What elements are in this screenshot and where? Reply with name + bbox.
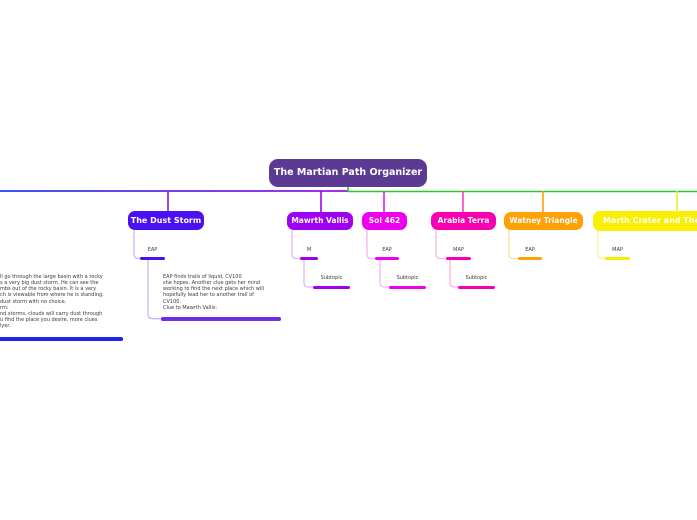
note-line: dust storm with no choice. [0, 298, 67, 305]
note-line: hopefully lead her to another trail of [163, 292, 254, 299]
subtopic-eap-sol-bar[interactable] [375, 257, 399, 260]
note-line: s a very big dust storm. He can see the [0, 280, 99, 287]
note-clue-bar[interactable] [161, 317, 281, 321]
note-clipped-left[interactable]: ll go through the large basin with a roc… [0, 274, 104, 329]
subtopic-m-bar[interactable] [300, 257, 318, 260]
elbow-m-subtopic [303, 260, 313, 288]
note-clue-to-mawrth[interactable]: EAP finds trails of liquid, CV100 she ho… [163, 274, 264, 311]
note-line: ll go through the large basin with a roc… [0, 274, 103, 280]
elbow-map-subtopic [449, 260, 458, 288]
note-line: lyer. [0, 323, 11, 330]
root-topic[interactable]: The Martian Path Organizer [269, 159, 427, 187]
topic-arabia-terra[interactable]: Arabia Terra [431, 212, 496, 230]
subtopic-map-marth-label[interactable]: MAP [612, 247, 623, 253]
subtopic-eap-watney-bar[interactable] [518, 257, 542, 260]
elbow-mawrth-m [291, 230, 300, 260]
subtopic-generic-1-bar[interactable] [313, 285, 350, 289]
note-line: she hopes. Another clue gets her mind [163, 280, 261, 287]
subtopic-map-marth-bar[interactable] [605, 257, 630, 260]
subtopic-generic-2-bar[interactable] [389, 285, 426, 289]
elbow-watney-eap [508, 230, 518, 260]
note-clipped-bar[interactable] [0, 337, 123, 341]
subtopic-eap-dust-bar[interactable] [140, 257, 165, 260]
subtopic-generic-3-bar[interactable] [458, 285, 495, 289]
elbow-eap-note [147, 260, 161, 320]
note-line: working to find the next place which wil… [163, 286, 265, 293]
subtopic-generic-1-label[interactable]: Subtopic [320, 275, 343, 281]
topic-watney-triangle[interactable]: Watney Triangle [504, 212, 583, 230]
elbow-arabia-map [435, 230, 446, 260]
subtopic-generic-2-label[interactable]: Subtopic [396, 275, 419, 281]
subtopic-map-arabia-label[interactable]: MAP [453, 247, 464, 253]
subtopic-map-arabia-bar[interactable] [446, 257, 471, 260]
note-line: u find the place you desire, more clues [0, 317, 98, 324]
elbow-marth-map [597, 231, 605, 260]
elbow-sol-eap [366, 230, 375, 260]
note-line: mbs out of the rocky basin. It is a very [0, 286, 97, 293]
subtopic-generic-3-label[interactable]: Subtopic [465, 275, 488, 281]
note-line: nd storms, clouds will carry dust throug… [0, 310, 103, 317]
topic-sol-462[interactable]: Sol 462 [362, 212, 407, 230]
note-line: CV100. [163, 298, 182, 305]
topic-marth-crater[interactable]: Marth Crater and The Sec [593, 211, 697, 231]
subtopic-eap-sol-label[interactable]: EAP [382, 247, 392, 253]
topic-mawrth-vallis[interactable]: Mawrth Vallis [287, 212, 353, 230]
subtopic-eap-dust-label[interactable]: EAP [147, 247, 158, 253]
note-line: Clue to Mawrth Vallis: [163, 304, 218, 311]
subtopic-m-label[interactable]: M [306, 247, 312, 253]
elbow-dust-eap [133, 230, 140, 260]
elbow-eap-subtopic [379, 260, 389, 288]
note-line: rm: [0, 304, 9, 311]
note-line: EAP finds trails of liquid, CV100 [163, 274, 242, 280]
subtopic-eap-watney-label[interactable]: EAP [525, 247, 535, 253]
topic-the-dust-storm[interactable]: The Dust Storm [128, 211, 204, 230]
note-line: ch is viewable from where he is standing… [0, 292, 104, 299]
